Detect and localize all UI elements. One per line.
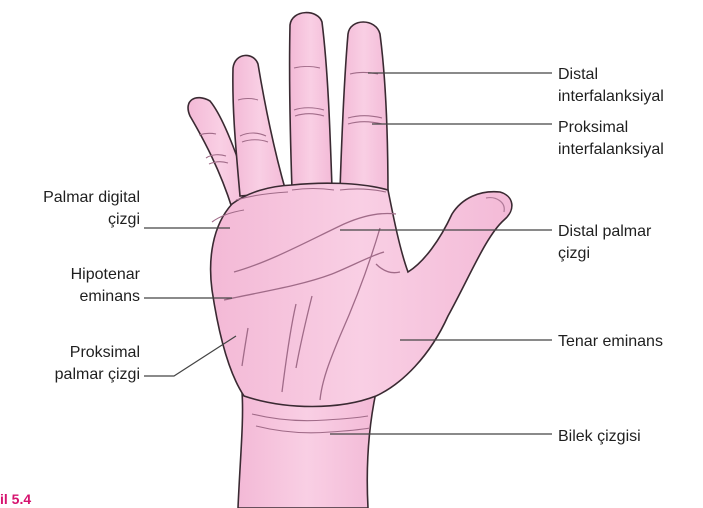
label-palmar-digital: Palmar digital çizgi (43, 187, 140, 231)
palm (211, 183, 512, 406)
ring-finger (233, 55, 286, 196)
label-hypothenar-line2: eminans (71, 286, 140, 308)
middle-finger (290, 13, 332, 190)
label-palmar-digital-line2: çizgi (43, 209, 140, 231)
label-distal-interphalangeal-line1: Distal (558, 64, 664, 86)
label-proximal-interphalangeal: Proksimal interfalanksiyal (558, 117, 664, 161)
label-proximal-palmar-line1: Proksimal (55, 342, 140, 364)
label-distal-interphalangeal-line2: interfalanksiyal (558, 86, 664, 108)
label-thenar: Tenar eminans (558, 331, 663, 353)
figure-caption: il 5.4 (0, 491, 31, 507)
label-palmar-digital-line1: Palmar digital (43, 187, 140, 209)
label-hypothenar-line1: Hipotenar (71, 264, 140, 286)
label-proximal-interphalangeal-line2: interfalanksiyal (558, 139, 664, 161)
label-distal-interphalangeal: Distal interfalanksiyal (558, 64, 664, 108)
label-proximal-palmar-line2: palmar çizgi (55, 364, 140, 386)
index-finger (340, 22, 388, 196)
label-distal-palmar: Distal palmar çizgi (558, 221, 651, 265)
label-proximal-interphalangeal-line1: Proksimal (558, 117, 664, 139)
label-hypothenar: Hipotenar eminans (71, 264, 140, 308)
label-distal-palmar-line1: Distal palmar (558, 221, 651, 243)
label-distal-palmar-line2: çizgi (558, 243, 651, 265)
forearm (238, 392, 376, 508)
label-proximal-palmar: Proksimal palmar çizgi (55, 342, 140, 386)
label-wrist: Bilek çizgisi (558, 426, 641, 448)
